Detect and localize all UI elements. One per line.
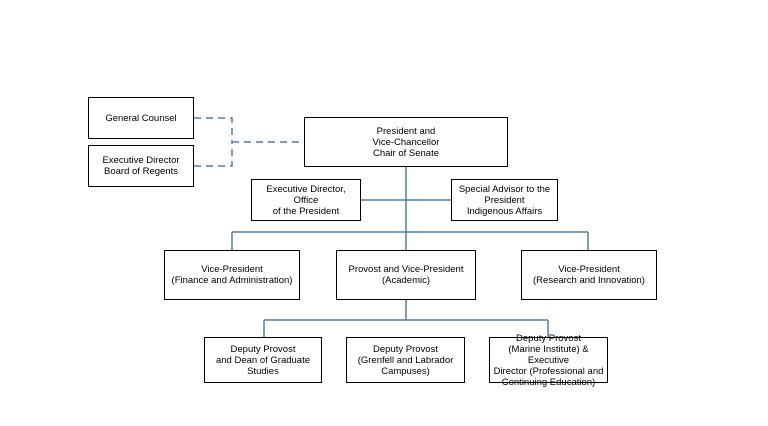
general-counsel-box: General Counsel xyxy=(88,97,194,139)
dashed-link-general-counsel xyxy=(194,117,233,142)
provost-box: Provost and Vice-President (Academic) xyxy=(336,250,476,300)
deputy-provost-marine-box: Deputy Provost (Marine Institute) & Exec… xyxy=(489,333,608,388)
executive-director-office-box: Executive Director, Office of the Presid… xyxy=(251,179,361,221)
connector-deputy-row xyxy=(263,319,549,337)
connector-vp-row xyxy=(231,231,589,250)
deputy-provost-graduate-box: Deputy Provost and Dean of Graduate Stud… xyxy=(204,337,322,383)
special-advisor-box: Special Advisor to the President Indigen… xyxy=(451,179,558,221)
president-box: President and Vice-Chancellor Chair of S… xyxy=(304,117,508,167)
vp-research-box: Vice-President (Research and Innovation) xyxy=(521,250,657,300)
vp-finance-box: Vice-President (Finance and Administrati… xyxy=(164,250,300,300)
dashed-link-board-regents xyxy=(194,142,233,167)
deputy-provost-grenfell-box: Deputy Provost (Grenfell and Labrador Ca… xyxy=(346,337,465,383)
executive-director-board-of-regents-box: Executive Director Board of Regents xyxy=(88,145,194,187)
